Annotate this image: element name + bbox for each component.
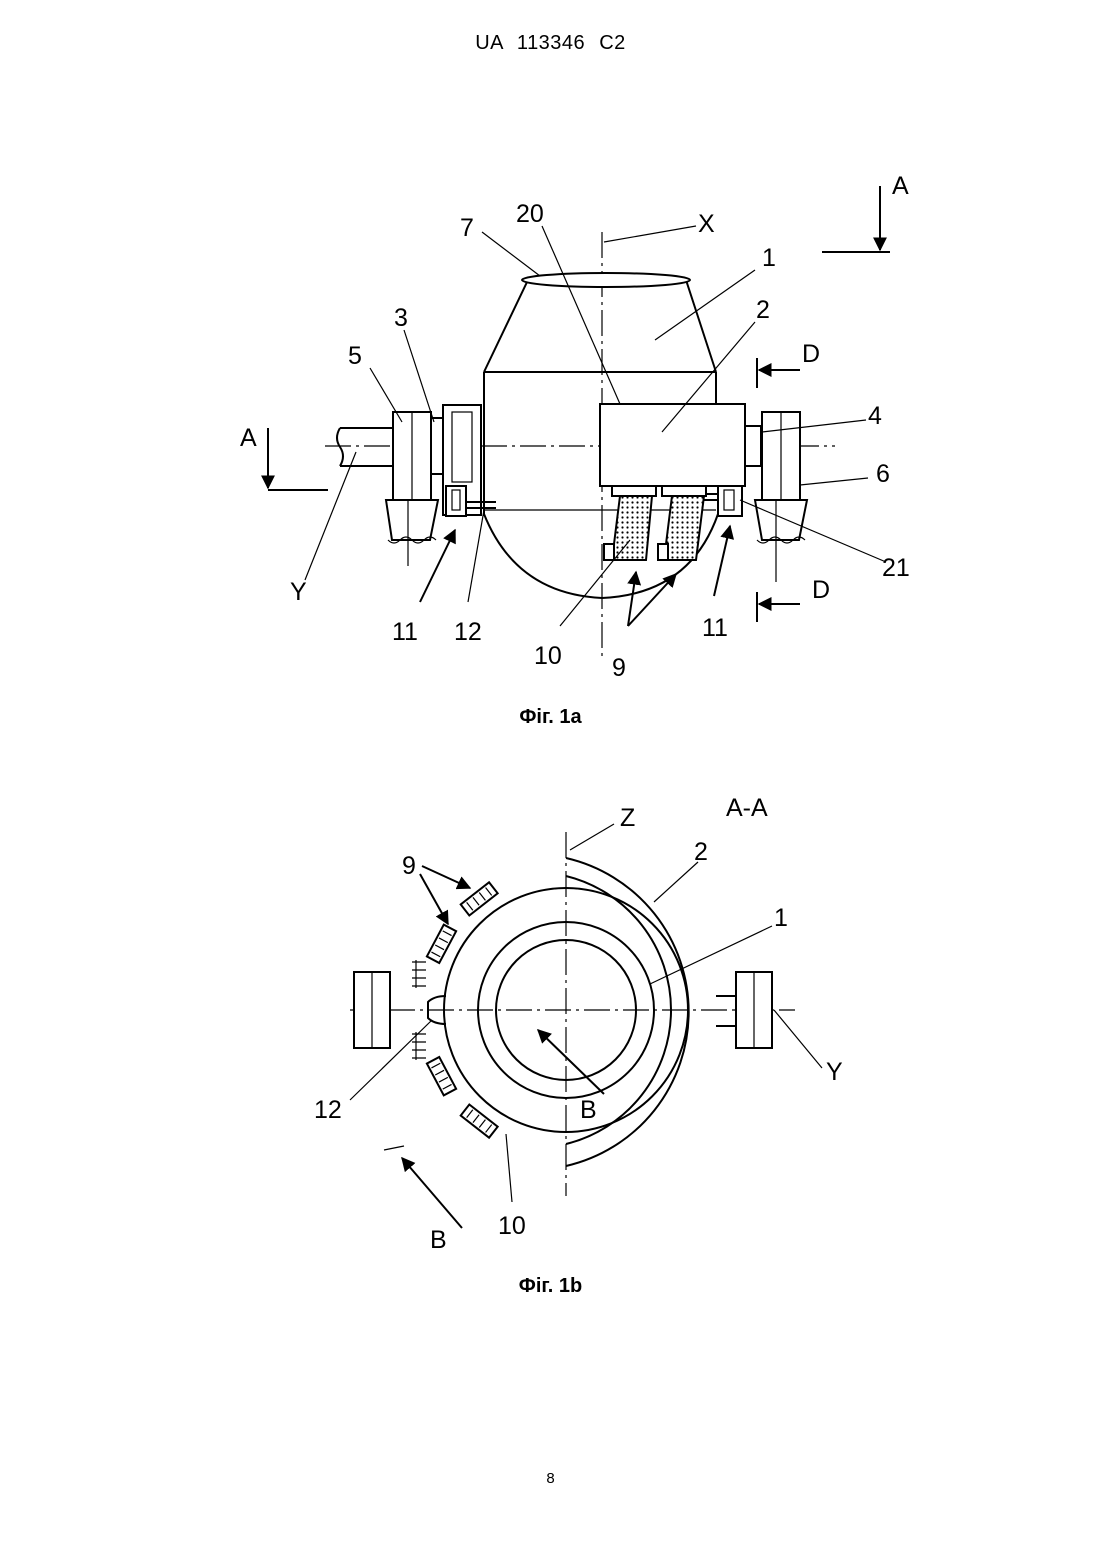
- section-d-label-top: D: [802, 340, 820, 368]
- ref-2-label: 2: [756, 296, 770, 324]
- axis-x-label: X: [698, 210, 715, 238]
- figure-1a-drawing: A X 20 7 1 2 3 5 D 4 A 6 21 Y 11 12 10 9…: [240, 172, 910, 682]
- fig1b-axis-y-label: Y: [826, 1058, 843, 1086]
- axis-z-label: Z: [620, 804, 635, 832]
- ref-12-label: 12: [454, 618, 482, 646]
- figure-1b-drawing: A-A Z 2 9 1 Y 12 B 10 B: [314, 794, 843, 1254]
- view-b-outer-label: B: [430, 1226, 447, 1254]
- figure-1b-caption: Фіг. 1b: [0, 1275, 1101, 1298]
- ref-1-label: 1: [762, 244, 776, 272]
- fig1b-ref-12-label: 12: [314, 1096, 342, 1124]
- ref-7-label: 7: [460, 214, 474, 242]
- ref-10-label: 10: [534, 642, 562, 670]
- ref-4-label: 4: [868, 402, 882, 430]
- section-aa-label: A-A: [726, 794, 768, 822]
- section-a-label-left: A: [240, 424, 257, 452]
- section-a-label-top: A: [892, 172, 909, 200]
- ref-3-label: 3: [394, 304, 408, 332]
- fig1b-ref-9-label: 9: [402, 852, 416, 880]
- page-number: 8: [0, 1470, 1101, 1487]
- ref-11-right-label: 11: [702, 614, 728, 642]
- view-b-inner-label: B: [580, 1096, 597, 1124]
- figure-1a-caption: Фіг. 1a: [0, 706, 1101, 729]
- ref-11-left-label: 11: [392, 618, 418, 646]
- fig1b-ref-10-label: 10: [498, 1212, 526, 1240]
- ref-21-label: 21: [882, 554, 910, 582]
- ref-5-label: 5: [348, 342, 362, 370]
- ref-20-label: 20: [516, 200, 544, 228]
- axis-y-label: Y: [290, 578, 307, 606]
- ref-9-label: 9: [612, 654, 626, 682]
- fig1b-ref-2-label: 2: [694, 838, 708, 866]
- ref-6-label: 6: [876, 460, 890, 488]
- fig1b-ref-1-label: 1: [774, 904, 788, 932]
- section-d-label-bottom: D: [812, 576, 830, 604]
